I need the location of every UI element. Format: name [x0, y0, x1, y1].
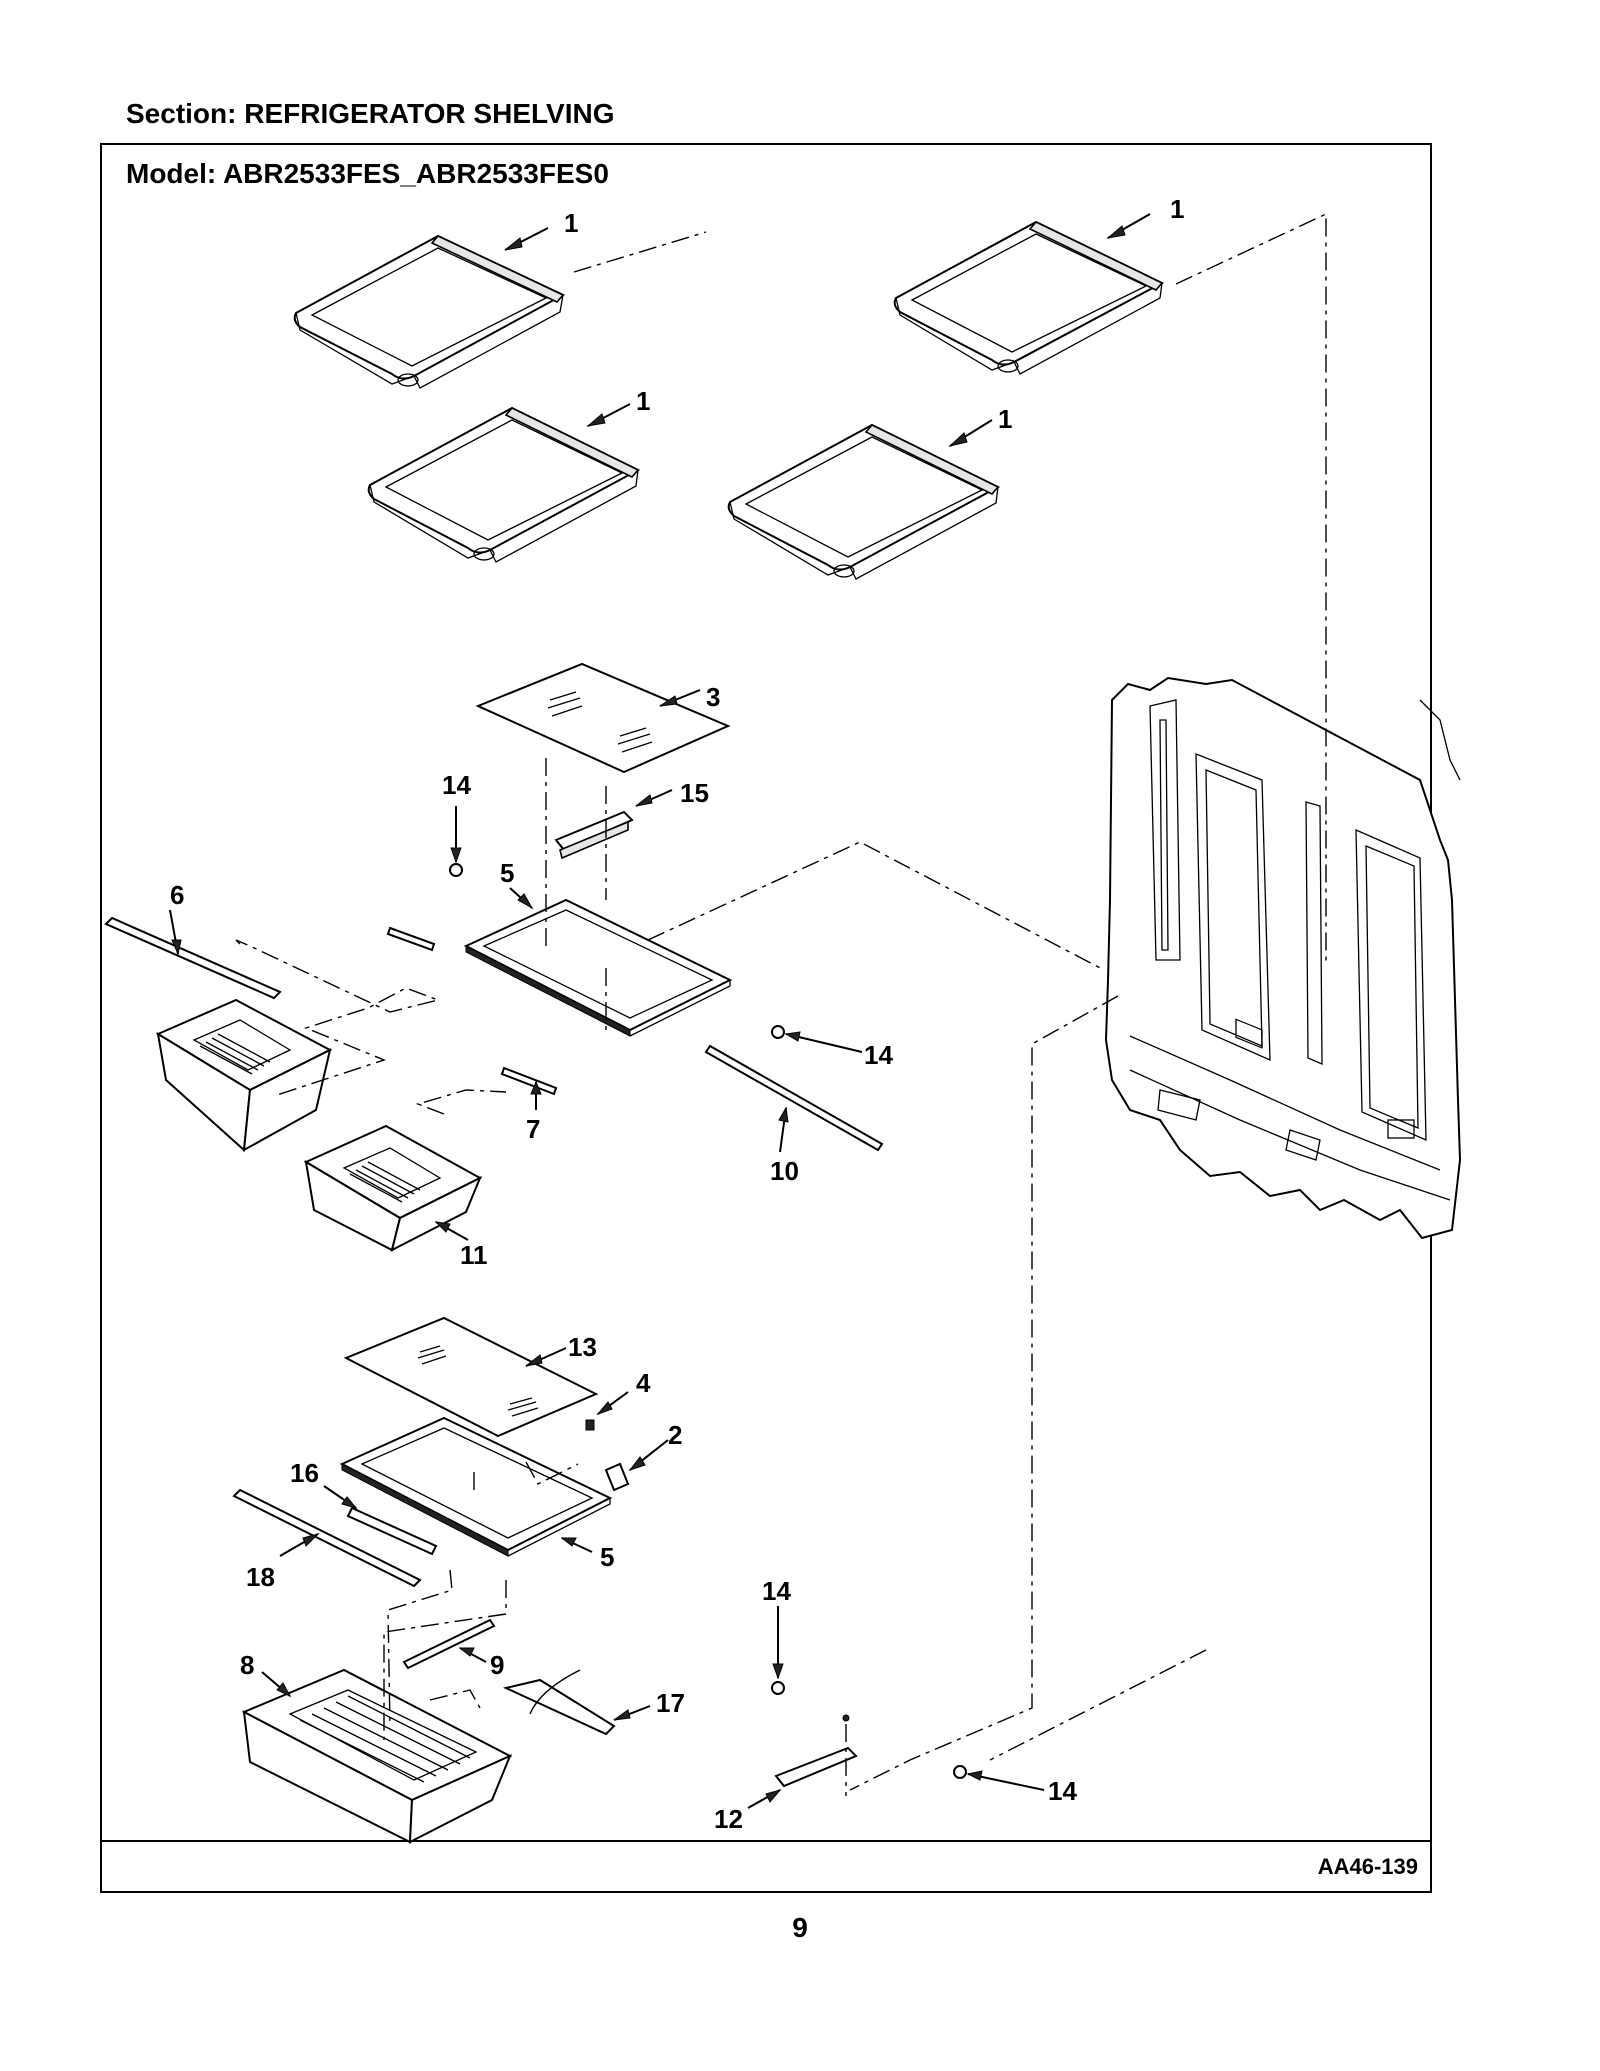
diagram-footer-row: AA46-139 [100, 1840, 1432, 1893]
callout-1-c: 1 [636, 386, 650, 416]
callout-17: 17 [656, 1688, 685, 1718]
diagram-code: AA46-139 [1317, 1854, 1418, 1879]
callout-14-d: 14 [1048, 1776, 1077, 1806]
shelf-part-1-middle-right [727, 423, 1001, 580]
model-title: Model: ABR2533FES_ABR2533FES0 [126, 158, 609, 189]
callout-13: 13 [568, 1332, 597, 1362]
callout-1-a: 1 [564, 208, 578, 238]
clip-part-4 [585, 1391, 629, 1431]
screw-part-14-a [449, 806, 463, 877]
callout-18: 18 [246, 1562, 275, 1592]
callout-labels: 1 1 1 1 3 14 15 5 6 14 7 10 11 13 4 2 16… [170, 194, 1184, 1834]
callout-3: 3 [706, 682, 720, 712]
shelf-part-1-top-left [293, 234, 566, 389]
rail-part-10 [704, 1044, 884, 1153]
bracket-part-15 [554, 789, 673, 860]
crisper-drawer-left [155, 998, 333, 1153]
shelf-part-1-top-right [893, 220, 1165, 375]
drawer-frame-part-5-upper [463, 887, 733, 1037]
callout-7: 7 [526, 1114, 540, 1144]
callout-16: 16 [290, 1458, 319, 1488]
callout-14-c: 14 [762, 1576, 791, 1606]
callout-14-b: 14 [864, 1040, 893, 1070]
drawer-frame-part-5-lower [339, 1416, 613, 1557]
callout-12: 12 [714, 1804, 743, 1834]
callout-1-b: 1 [1170, 194, 1184, 224]
slide-part-9 [402, 1618, 496, 1670]
callout-8: 8 [240, 1650, 254, 1680]
callout-5-a: 5 [500, 858, 514, 888]
screw-part-14-c [771, 1606, 785, 1695]
glass-shelf-part-3 [475, 662, 731, 774]
callout-5-b: 5 [600, 1542, 614, 1572]
screw-part-14-b [771, 1025, 863, 1053]
section-title: Section: REFRIGERATOR SHELVING [126, 98, 615, 129]
callout-15: 15 [680, 778, 709, 808]
callout-1-d: 1 [998, 404, 1012, 434]
trim-part-6 [104, 909, 282, 1000]
callout-4: 4 [636, 1368, 651, 1398]
callout-11: 11 [460, 1240, 488, 1270]
callout-6: 6 [170, 880, 184, 910]
callout-9: 9 [490, 1650, 504, 1680]
leader-lines-part-1 [504, 213, 1151, 447]
dashed-assembly-lines [235, 212, 1327, 1796]
callout-2: 2 [668, 1420, 682, 1450]
crisper-drawer-part-8 [241, 1668, 513, 1844]
shelf-part-1-middle-left [367, 406, 641, 563]
refrigerator-cabinet-liner [1104, 676, 1462, 1240]
crisper-drawer-part-11 [303, 1124, 483, 1252]
trim-part-18 [232, 1488, 422, 1588]
bracket-part-12 [747, 1714, 858, 1809]
bracket-part-16 [323, 1485, 438, 1556]
callout-10: 10 [770, 1156, 799, 1186]
screw-part-14-d [953, 1765, 1045, 1791]
divider-part-17 [502, 1669, 651, 1736]
bracket-part-2 [604, 1439, 669, 1492]
glass-shelf-part-13 [343, 1316, 599, 1438]
page-number: 9 [792, 1912, 808, 1943]
slide-part-7 [386, 926, 558, 1110]
callout-14-a: 14 [442, 770, 471, 800]
